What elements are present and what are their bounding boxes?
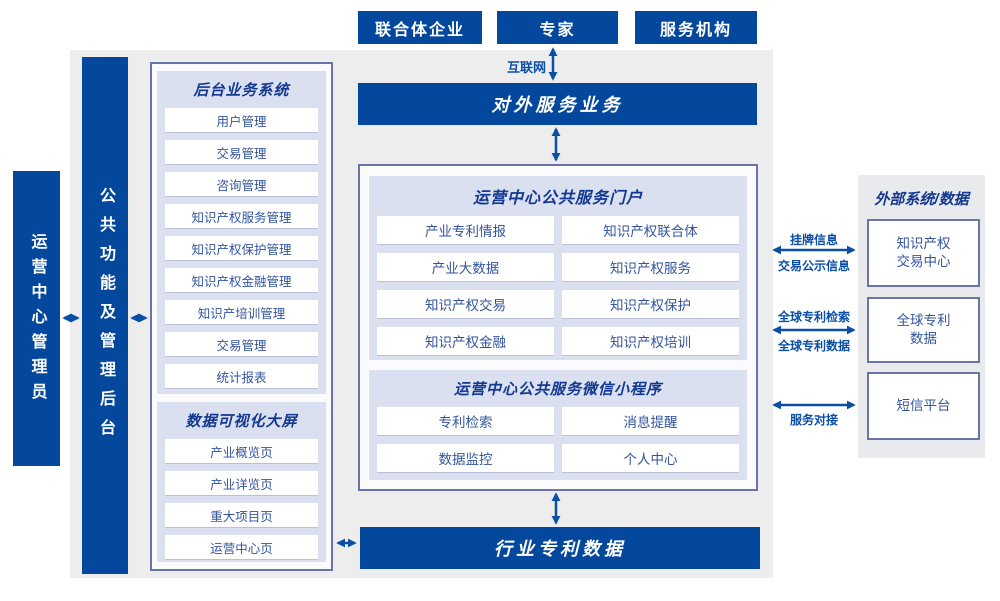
dashboard-item: 产业详览页 <box>165 471 318 495</box>
dashboard-item: 运营中心页 <box>165 535 318 559</box>
label-global-patent-data: 全球专利数据 <box>777 339 850 353</box>
backend-item: 用户管理 <box>165 108 318 132</box>
external-box-ip-trading-center: 知识产权 交易中心 <box>867 219 980 287</box>
portal-item: 知识产权金融 <box>377 327 554 355</box>
left-panel: 后台业务系统 用户管理 交易管理 咨询管理 知识产权服务管理 知识产权保护管理 … <box>150 62 333 571</box>
backend-item: 知识产权保护管理 <box>165 236 318 260</box>
internet-label: 互联网 <box>506 60 546 75</box>
wechat-miniprogram-block: 运营中心公共服务微信小程序 专利检索 消息提醒 数据监控 个人中心 <box>369 370 747 480</box>
backend-system-title: 后台业务系统 <box>193 82 290 99</box>
miniprogram-item: 数据监控 <box>377 444 554 472</box>
public-service-portal-block: 运营中心公共服务门户 产业专利情报 知识产权联合体 产业大数据 知识产权服务 知… <box>369 176 747 360</box>
external-service-bar: 对外服务业务 <box>358 83 757 125</box>
actor-consortium-enterprises: 联合体企业 <box>358 11 482 44</box>
backend-system-block: 后台业务系统 用户管理 交易管理 咨询管理 知识产权服务管理 知识产权保护管理 … <box>157 71 326 394</box>
portal-item: 知识产权保护 <box>562 290 739 318</box>
center-panel: 运营中心公共服务门户 产业专利情报 知识产权联合体 产业大数据 知识产权服务 知… <box>358 164 758 491</box>
miniprogram-item: 消息提醒 <box>562 407 739 435</box>
backend-item: 交易管理 <box>165 332 318 356</box>
external-box-global-patent-data: 全球专利 数据 <box>867 297 980 363</box>
backend-item: 知识产权金融管理 <box>165 268 318 292</box>
portal-item: 知识产权服务 <box>562 253 739 281</box>
industry-patent-data-bar: 行业专利数据 <box>360 527 760 569</box>
backend-item: 知识产权服务管理 <box>165 204 318 228</box>
operation-center-admin-bar: 运营中心管理员 <box>13 171 60 466</box>
portal-items: 产业专利情报 知识产权联合体 产业大数据 知识产权服务 知识产权交易 知识产权保… <box>377 216 739 355</box>
portal-item: 产业大数据 <box>377 253 554 281</box>
miniprogram-item: 专利检索 <box>377 407 554 435</box>
label-global-patent-search: 全球专利检索 <box>777 310 850 324</box>
wechat-miniprogram-title: 运营中心公共服务微信小程序 <box>453 381 662 398</box>
dashboard-item: 重大项目页 <box>165 503 318 527</box>
portal-item: 产业专利情报 <box>377 216 554 244</box>
external-systems-title: 外部系统/数据 <box>874 191 969 208</box>
dashboard-item: 产业概览页 <box>165 439 318 463</box>
backend-item: 统计报表 <box>165 364 318 388</box>
portal-item: 知识产权培训 <box>562 327 739 355</box>
backend-item: 交易管理 <box>165 140 318 164</box>
portal-item: 知识产权联合体 <box>562 216 739 244</box>
miniprogram-items: 专利检索 消息提醒 数据监控 个人中心 <box>377 407 739 472</box>
data-visualization-block: 数据可视化大屏 产业概览页 产业详览页 重大项目页 运营中心页 <box>157 402 326 562</box>
backend-item: 咨询管理 <box>165 172 318 196</box>
public-service-portal-title: 运营中心公共服务门户 <box>472 190 643 207</box>
external-box-sms-platform: 短信平台 <box>867 372 980 440</box>
miniprogram-item: 个人中心 <box>562 444 739 472</box>
data-visualization-items: 产业概览页 产业详览页 重大项目页 运营中心页 <box>165 439 318 559</box>
actor-service-agencies: 服务机构 <box>635 11 757 44</box>
label-service-integration: 服务对接 <box>789 413 838 427</box>
label-listing-info: 挂牌信息 <box>789 233 838 247</box>
backend-item: 知识产培训管理 <box>165 300 318 324</box>
actor-experts: 专家 <box>497 11 618 44</box>
backend-system-items: 用户管理 交易管理 咨询管理 知识产权服务管理 知识产权保护管理 知识产权金融管… <box>165 108 318 388</box>
public-function-admin-backend-bar: 公共功能及管理后台 <box>82 57 128 574</box>
label-transaction-publicity: 交易公示信息 <box>777 259 850 273</box>
portal-item: 知识产权交易 <box>377 290 554 318</box>
data-visualization-title: 数据可视化大屏 <box>185 413 298 430</box>
